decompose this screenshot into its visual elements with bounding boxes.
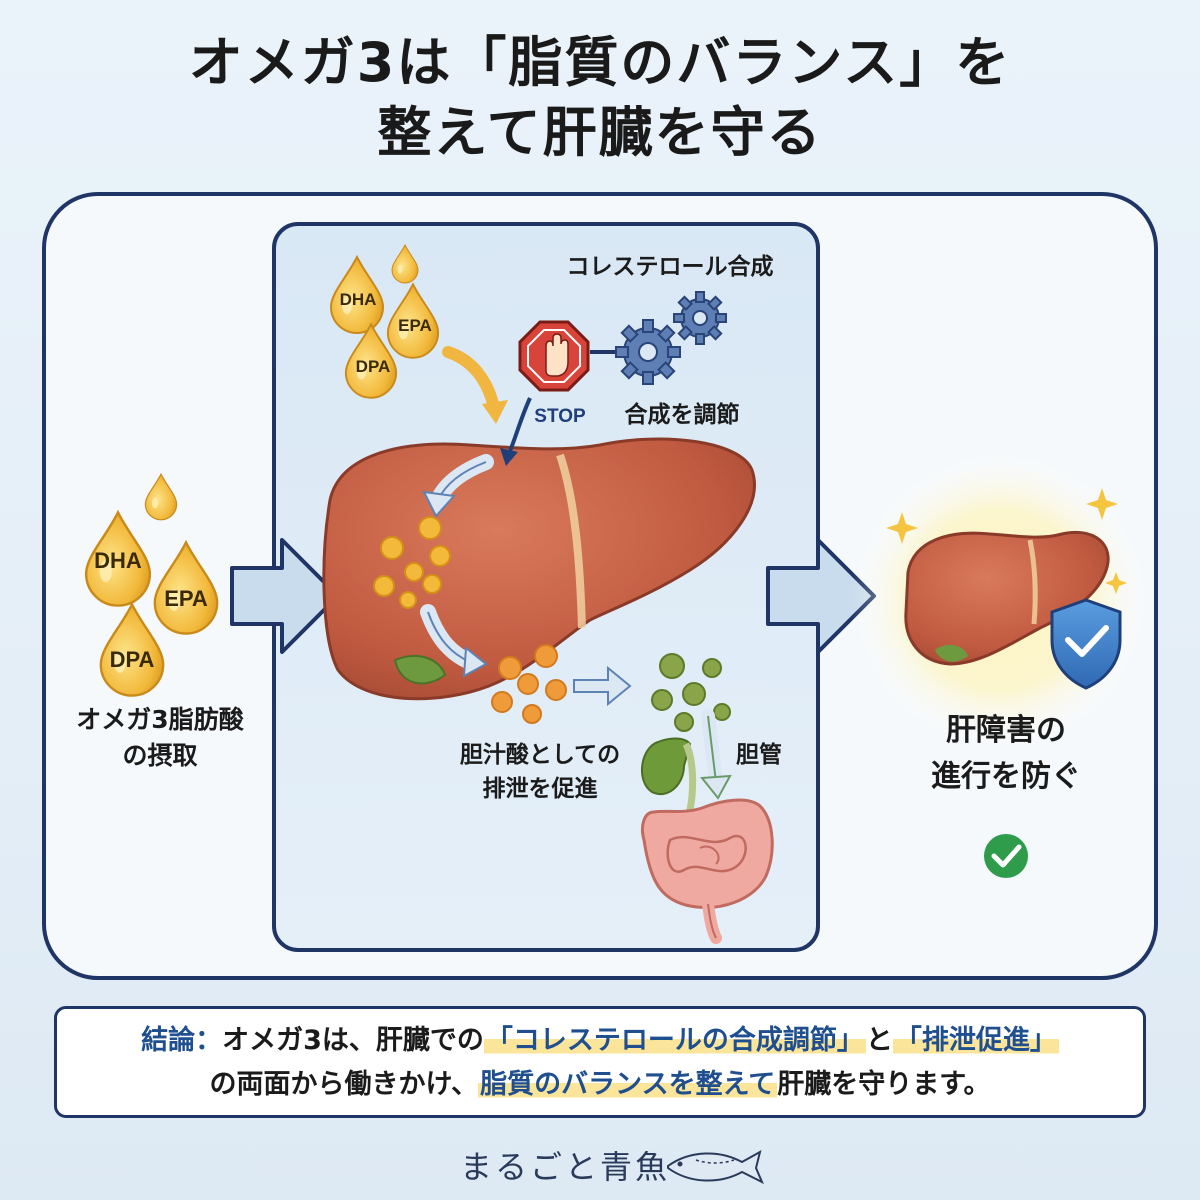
intake-label-line-1: オメガ3脂肪酸	[76, 705, 244, 734]
conclusion-box: 結論：オメガ3は、肝臓での「コレステロールの合成調節」と「排泄促進」 の両面から…	[54, 1006, 1146, 1118]
gear-icon	[615, 319, 681, 385]
in-liver-arrow	[422, 490, 457, 518]
bile-acid-particles	[491, 644, 567, 724]
conclusion-highlight-1: 「コレステロールの合成調節」	[483, 1025, 866, 1056]
transfer-arrow	[573, 665, 632, 707]
bile-particles	[651, 653, 731, 732]
bile-duct-arrow	[700, 774, 732, 800]
conclusion-highlight-2: 「排泄促進」	[892, 1025, 1059, 1056]
synthesis-regulation-label: 合成を調節	[624, 402, 740, 428]
intake-label-line-2: の摂取	[122, 741, 198, 770]
oil-drop-icon	[391, 244, 419, 284]
drop-label-dha: DHA	[340, 290, 377, 309]
stop-sign-icon	[518, 320, 590, 392]
cholesterol-particles	[373, 516, 451, 609]
result-label: 肝障害の 進行を防ぐ	[896, 708, 1116, 800]
intake-label: オメガ3脂肪酸 の摂取	[60, 702, 260, 774]
result-label-line-1: 肝障害の	[946, 713, 1066, 748]
fish-icon	[667, 1150, 764, 1185]
excretion-label: 胆汁酸としての 排泄を促進	[440, 738, 640, 806]
excretion-label-line-1: 胆汁酸としての	[459, 742, 621, 768]
excretion-arrow	[462, 646, 488, 678]
center-drops: DHA EPA DPA	[330, 244, 440, 399]
conclusion-head: 結論：	[141, 1025, 223, 1056]
gear-icon	[673, 291, 727, 345]
drop-label-dpa: DPA	[356, 357, 391, 376]
drop-label-dpa: DPA	[110, 647, 155, 672]
excretion-label-line-2: 排泄を促進	[482, 776, 598, 802]
stop-label: STOP	[534, 406, 586, 427]
title-line-1: オメガ3は「脂質のバランス」を	[188, 31, 1012, 94]
bile-duct-label: 胆管	[736, 742, 782, 768]
conclusion-text-3: の両面から働きかけ、	[209, 1069, 479, 1100]
flow-arrow-left	[230, 538, 340, 654]
conclusion-line-1: 結論：オメガ3は、肝臓での「コレステロールの合成調節」と「排泄促進」	[57, 1019, 1143, 1063]
flow-arrow-right	[766, 538, 876, 654]
liver-icon	[904, 531, 1110, 666]
drop-label-epa: EPA	[164, 586, 208, 611]
cholesterol-synthesis-label: コレステロール合成	[566, 254, 774, 280]
drop-flow-arrow	[442, 346, 500, 414]
intestine-icon	[640, 798, 774, 944]
conclusion-text-1: オメガ3は、肝臓での	[222, 1025, 484, 1056]
page-title: オメガ3は「脂質のバランス」を 整えて肝臓を守る	[0, 28, 1200, 168]
conclusion-line-2: の両面から働きかけ、脂質のバランスを整えて肝臓を守ります。	[57, 1063, 1143, 1107]
drop-label-epa: EPA	[398, 316, 432, 335]
oil-drop-icon	[144, 473, 178, 521]
result-label-line-2: 進行を防ぐ	[931, 759, 1081, 794]
title-line-2: 整えて肝臓を守る	[377, 101, 823, 164]
conclusion-highlight-3: 脂質のバランスを整えて	[478, 1069, 778, 1100]
brand-logo: まるごと青魚	[459, 1148, 670, 1186]
shield-check-icon	[1050, 598, 1122, 690]
drop-label-dha: DHA	[94, 548, 142, 573]
conclusion-text-4: 肝臓を守ります。	[777, 1069, 991, 1100]
gallbladder-icon	[640, 737, 697, 811]
conclusion-text-2: と	[865, 1025, 893, 1056]
intake-drops: DHA EPA DPA	[84, 473, 219, 697]
sparkle-icon	[886, 488, 1127, 594]
check-circle-icon	[984, 834, 1028, 878]
